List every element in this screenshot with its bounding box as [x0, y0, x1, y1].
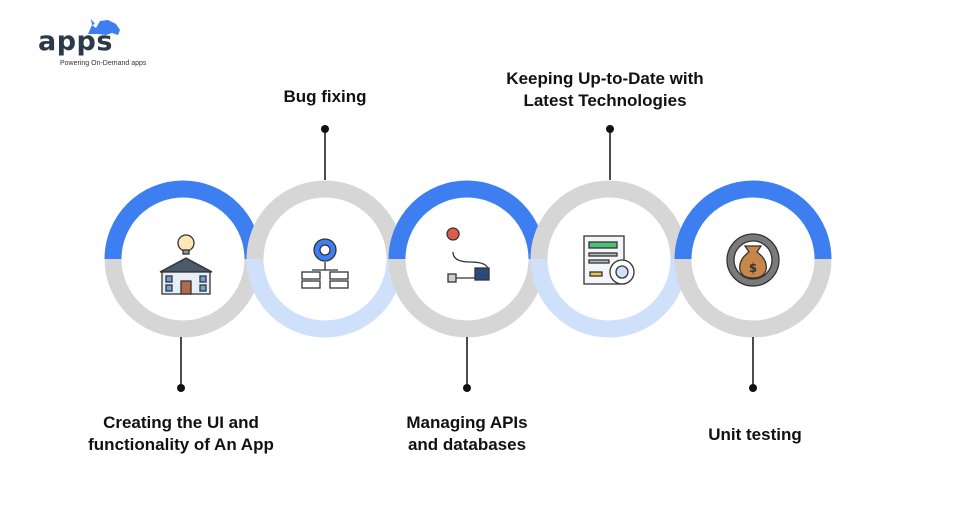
logo-tagline: Powering On-Demand apps: [60, 60, 147, 67]
money-bag-gear-icon: $: [726, 233, 780, 287]
step-2-label-line1: Bug fixing: [283, 87, 367, 106]
connector-3: [463, 337, 471, 392]
document-gear-icon: [583, 235, 635, 285]
logo-wordmark: apps: [38, 26, 113, 57]
ring-5: [674, 180, 832, 338]
ring-2: [246, 180, 404, 338]
step-4-label: Keeping Up-to-Date with Latest Technolog…: [490, 68, 720, 112]
connector-2: [321, 125, 329, 180]
gear-server-icon: [301, 238, 349, 289]
house-lightbulb-icon: [159, 234, 213, 295]
location-route-icon: [446, 227, 490, 283]
ring-3: [388, 180, 546, 338]
ring-4: [530, 180, 688, 338]
step-4-label-line2: Latest Technologies: [523, 91, 687, 110]
logo: apps Powering On-Demand apps: [38, 16, 168, 68]
rhino-icon: [88, 19, 120, 35]
step-3-label-line1: Managing APIs: [406, 413, 528, 432]
ring-1: [104, 180, 262, 338]
step-4-label-line1: Keeping Up-to-Date with: [506, 69, 704, 88]
step-5-label: Unit testing: [680, 424, 830, 446]
connector-1: [177, 337, 185, 392]
step-1-label-line2: functionality of An App: [88, 435, 274, 454]
connector-4: [606, 125, 614, 180]
step-3-label-line2: and databases: [407, 435, 527, 454]
step-1-label: Creating the UI and functionality of An …: [76, 412, 286, 456]
step-3-label: Managing APIs and databases: [387, 412, 547, 456]
step-2-label: Bug fixing: [250, 86, 400, 108]
connector-5: [749, 337, 757, 392]
step-5-label-line1: Unit testing: [708, 425, 802, 444]
step-1-label-line1: Creating the UI and: [103, 413, 259, 432]
svg-text:$: $: [749, 261, 757, 275]
